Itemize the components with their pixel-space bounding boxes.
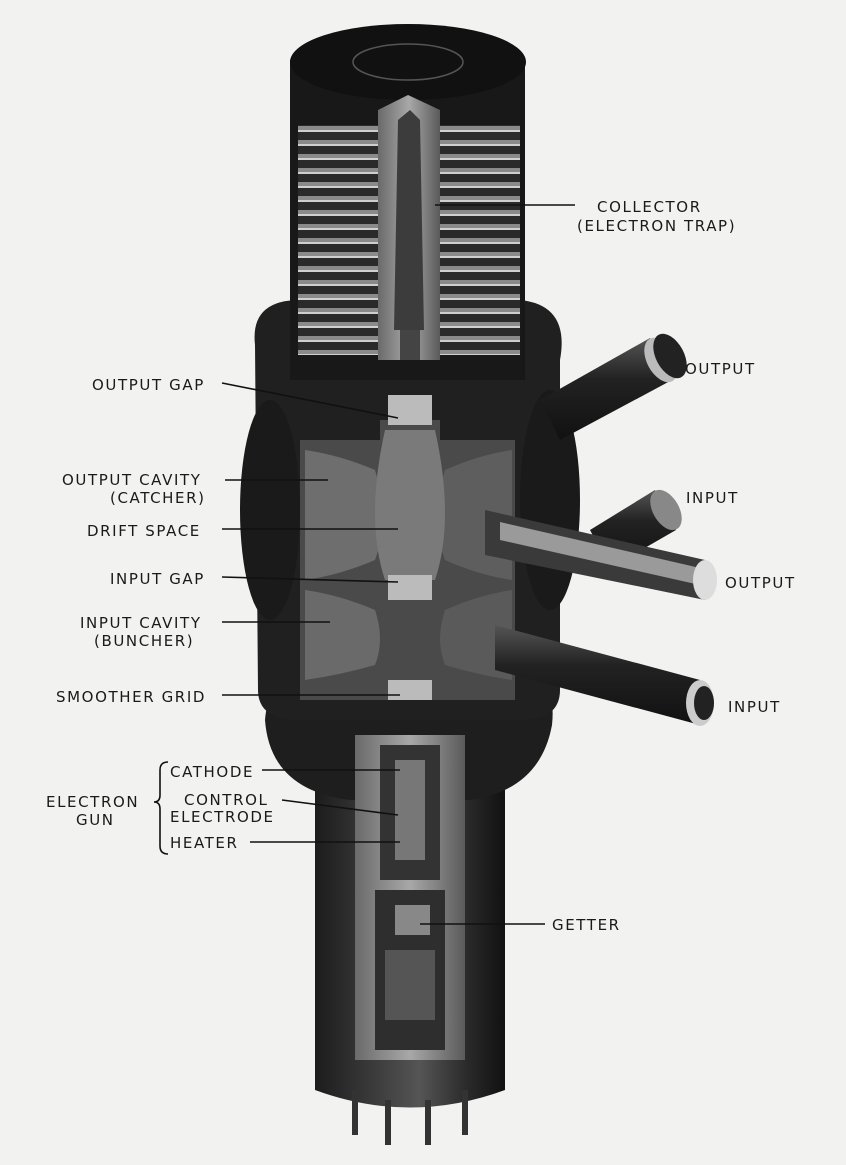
drift-space-label: DRIFT SPACE xyxy=(87,522,201,540)
output-gap-label: OUTPUT GAP xyxy=(92,376,205,394)
electron-gun-label: ELECTRON xyxy=(46,793,139,811)
output-top-label: OUTPUT xyxy=(685,360,756,378)
control-electrode-label: CONTROL xyxy=(184,791,268,809)
leader-lines xyxy=(221,204,575,925)
labels: COLLECTOR (ELECTRON TRAP) OUTPUT GAP OUT… xyxy=(46,198,796,934)
output-cavity-sublabel: (CATCHER) xyxy=(110,489,206,507)
electron-gun-sublabel: GUN xyxy=(76,811,115,829)
collector-label: COLLECTOR xyxy=(597,198,702,216)
input-cavity-label: INPUT CAVITY xyxy=(80,614,202,632)
getter-label: GETTER xyxy=(552,916,621,934)
heater-label: HEATER xyxy=(170,834,239,852)
input-gap-label: INPUT GAP xyxy=(110,570,205,588)
output-cavity-label: OUTPUT CAVITY xyxy=(62,471,202,489)
smoother-grid-label: SMOOTHER GRID xyxy=(56,688,206,706)
input-top-label: INPUT xyxy=(686,489,739,507)
input-cavity-sublabel: (BUNCHER) xyxy=(94,632,194,650)
control-electrode-sublabel: ELECTRODE xyxy=(170,808,275,826)
coax-ports xyxy=(485,333,717,726)
cathode-label: CATHODE xyxy=(170,763,254,781)
electron-gun-brace xyxy=(153,761,169,855)
input-bottom-label: INPUT xyxy=(728,698,781,716)
collector-sublabel: (ELECTRON TRAP) xyxy=(577,217,736,235)
output-mid-label: OUTPUT xyxy=(725,574,796,592)
